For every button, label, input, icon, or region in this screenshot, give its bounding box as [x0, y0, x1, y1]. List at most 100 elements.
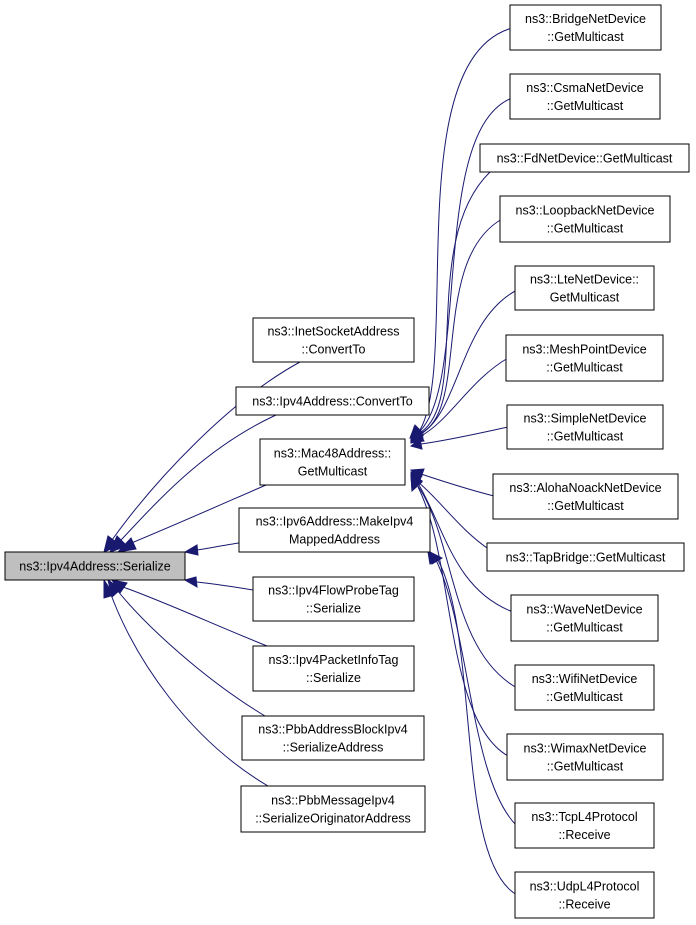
- edge-arrowhead: [429, 551, 444, 565]
- node-pbbmsg[interactable]: ns3::PbbMessageIpv4::SerializeOriginator…: [240, 785, 426, 833]
- node-label-line: ::GetMulticast: [547, 30, 624, 44]
- node-inet[interactable]: ns3::InetSocketAddress::ConvertTo: [252, 317, 415, 363]
- node-label-line: ns3::WifiNetDevice: [532, 672, 638, 686]
- node-box: [499, 195, 671, 243]
- nodes-layer: ns3::Ipv4Address::Serialize ns3::InetSock…: [4, 4, 690, 919]
- node-label-line: ns3::Mac48Address::: [274, 447, 391, 461]
- edges-layer: [103, 27, 518, 896]
- node-box: [479, 143, 690, 173]
- edge-pbbaddr-to-root: [107, 578, 266, 717]
- edge-line: [419, 97, 513, 432]
- edge-line: [116, 589, 266, 717]
- node-label-line: ns3::CsmaNetDevice: [526, 81, 643, 95]
- node-box: [252, 576, 415, 622]
- edge-line: [420, 357, 509, 437]
- node-label-line: ns3::TapBridge::GetMulticast: [506, 551, 666, 565]
- edge-ipv6-to-root: [183, 542, 240, 556]
- node-label-line: ::Receive: [558, 898, 610, 912]
- node-box: [486, 542, 685, 572]
- node-box: [235, 386, 430, 416]
- edge-pbbmsg-to-root: [103, 578, 269, 787]
- node-label-line: ns3::LoopbackNetDevice: [516, 204, 655, 218]
- node-label-line: ns3::TcpL4Protocol: [531, 810, 637, 824]
- node-label-line: ::GetMulticast: [547, 222, 624, 236]
- edge-pktinfo-to-root: [110, 579, 268, 647]
- node-tapbridge[interactable]: ns3::TapBridge::GetMulticast: [486, 542, 685, 572]
- node-box: [509, 4, 662, 51]
- node-label-line: ::Serialize: [306, 602, 361, 616]
- node-wimax[interactable]: ns3::WimaxNetDevice::GetMulticast: [506, 733, 664, 781]
- node-label-line: ::GetMulticast: [547, 760, 624, 774]
- node-label-line: GetMulticast: [298, 465, 368, 479]
- edge-line: [122, 586, 268, 647]
- node-box: [514, 664, 655, 711]
- edge-line: [420, 289, 518, 435]
- node-label-line: ns3::WimaxNetDevice: [524, 742, 647, 756]
- node-udp[interactable]: ns3::UdpL4Protocol::Receive: [514, 871, 655, 919]
- node-box: [514, 802, 655, 849]
- node-label-line: ::GetMulticast: [546, 361, 623, 375]
- edge-line: [435, 559, 518, 827]
- node-fd[interactable]: ns3::FdNetDevice::GetMulticast: [479, 143, 690, 173]
- node-meshpoint[interactable]: ns3::MeshPointDevice::GetMulticast: [505, 334, 664, 382]
- node-label-line: ::GetMulticast: [547, 499, 624, 513]
- node-root[interactable]: ns3::Ipv4Address::Serialize: [4, 551, 186, 581]
- node-box: [4, 551, 186, 581]
- edge-line: [418, 484, 514, 613]
- node-box: [509, 73, 661, 120]
- node-ipv4conv[interactable]: ns3::Ipv4Address::ConvertTo: [235, 386, 430, 416]
- edge-aloha-to-mac48: [409, 468, 495, 497]
- node-label-line: ns3::Ipv6Address::MakeIpv4: [256, 515, 414, 529]
- edge-arrowhead: [183, 576, 198, 588]
- node-box: [505, 334, 664, 382]
- edge-line: [420, 426, 509, 445]
- node-label-line: ::SerializeOriginatorAddress: [255, 812, 411, 826]
- edge-arrowhead: [183, 544, 199, 556]
- edge-tcp-to-ipv6: [427, 551, 518, 827]
- node-flowprobe[interactable]: ns3::Ipv4FlowProbeTag::Serialize: [252, 576, 415, 622]
- edge-line: [420, 218, 503, 434]
- node-box: [510, 594, 659, 642]
- node-label-line: ns3::FdNetDevice::GetMulticast: [497, 152, 673, 166]
- node-pktinfo[interactable]: ns3::Ipv4PacketInfoTag::Serialize: [252, 645, 415, 692]
- node-label-line: ns3::Ipv4FlowProbeTag: [268, 584, 399, 598]
- node-label-line: ns3::PbbAddressBlockIpv4: [258, 723, 407, 737]
- node-wave[interactable]: ns3::WaveNetDevice::GetMulticast: [510, 594, 659, 642]
- edge-line: [128, 484, 267, 545]
- edge-bridge-to-mac48: [409, 27, 513, 439]
- edge-line: [196, 581, 254, 591]
- node-box: [506, 404, 664, 450]
- node-csma[interactable]: ns3::CsmaNetDevice::GetMulticast: [509, 73, 661, 120]
- edge-line: [119, 414, 277, 542]
- node-aloha[interactable]: ns3::AlohaNoackNetDevice::GetMulticast: [492, 473, 679, 520]
- node-bridge[interactable]: ns3::BridgeNetDevice::GetMulticast: [509, 4, 662, 51]
- node-label-line: ::Receive: [558, 828, 610, 842]
- node-wifi[interactable]: ns3::WifiNetDevice::GetMulticast: [514, 664, 655, 711]
- edge-simple-to-mac48: [409, 426, 509, 450]
- edge-line: [419, 27, 513, 431]
- edge-arrowhead: [410, 475, 423, 493]
- node-label-line: ns3::InetSocketAddress: [267, 325, 399, 339]
- edge-arrowhead: [116, 537, 137, 553]
- node-mac48[interactable]: ns3::Mac48Address::GetMulticast: [259, 438, 406, 486]
- node-label-line: ns3::Ipv4Address::ConvertTo: [252, 395, 413, 409]
- node-label-line: ns3::AlohaNoackNetDevice: [509, 481, 661, 495]
- node-box: [506, 733, 664, 781]
- node-label-line: ::SerializeAddress: [283, 741, 384, 755]
- node-lte[interactable]: ns3::LteNetDevice::GetMulticast: [514, 265, 655, 311]
- node-pbbaddr[interactable]: ns3::PbbAddressBlockIpv4::SerializeAddre…: [241, 715, 425, 761]
- edge-line: [417, 481, 491, 551]
- node-simple[interactable]: ns3::SimpleNetDevice::GetMulticast: [506, 404, 664, 450]
- node-box: [492, 473, 679, 520]
- node-tcp[interactable]: ns3::TcpL4Protocol::Receive: [514, 802, 655, 849]
- node-label-line: ns3::WaveNetDevice: [526, 603, 642, 617]
- node-label-line: ::Serialize: [306, 671, 361, 685]
- node-box: [252, 317, 415, 363]
- edge-line: [109, 591, 269, 787]
- node-label-line: ::GetMulticast: [546, 621, 623, 635]
- edge-lte-to-mac48: [410, 289, 518, 443]
- node-loopback[interactable]: ns3::LoopbackNetDevice::GetMulticast: [499, 195, 671, 243]
- node-label-line: ns3::UdpL4Protocol: [530, 880, 640, 894]
